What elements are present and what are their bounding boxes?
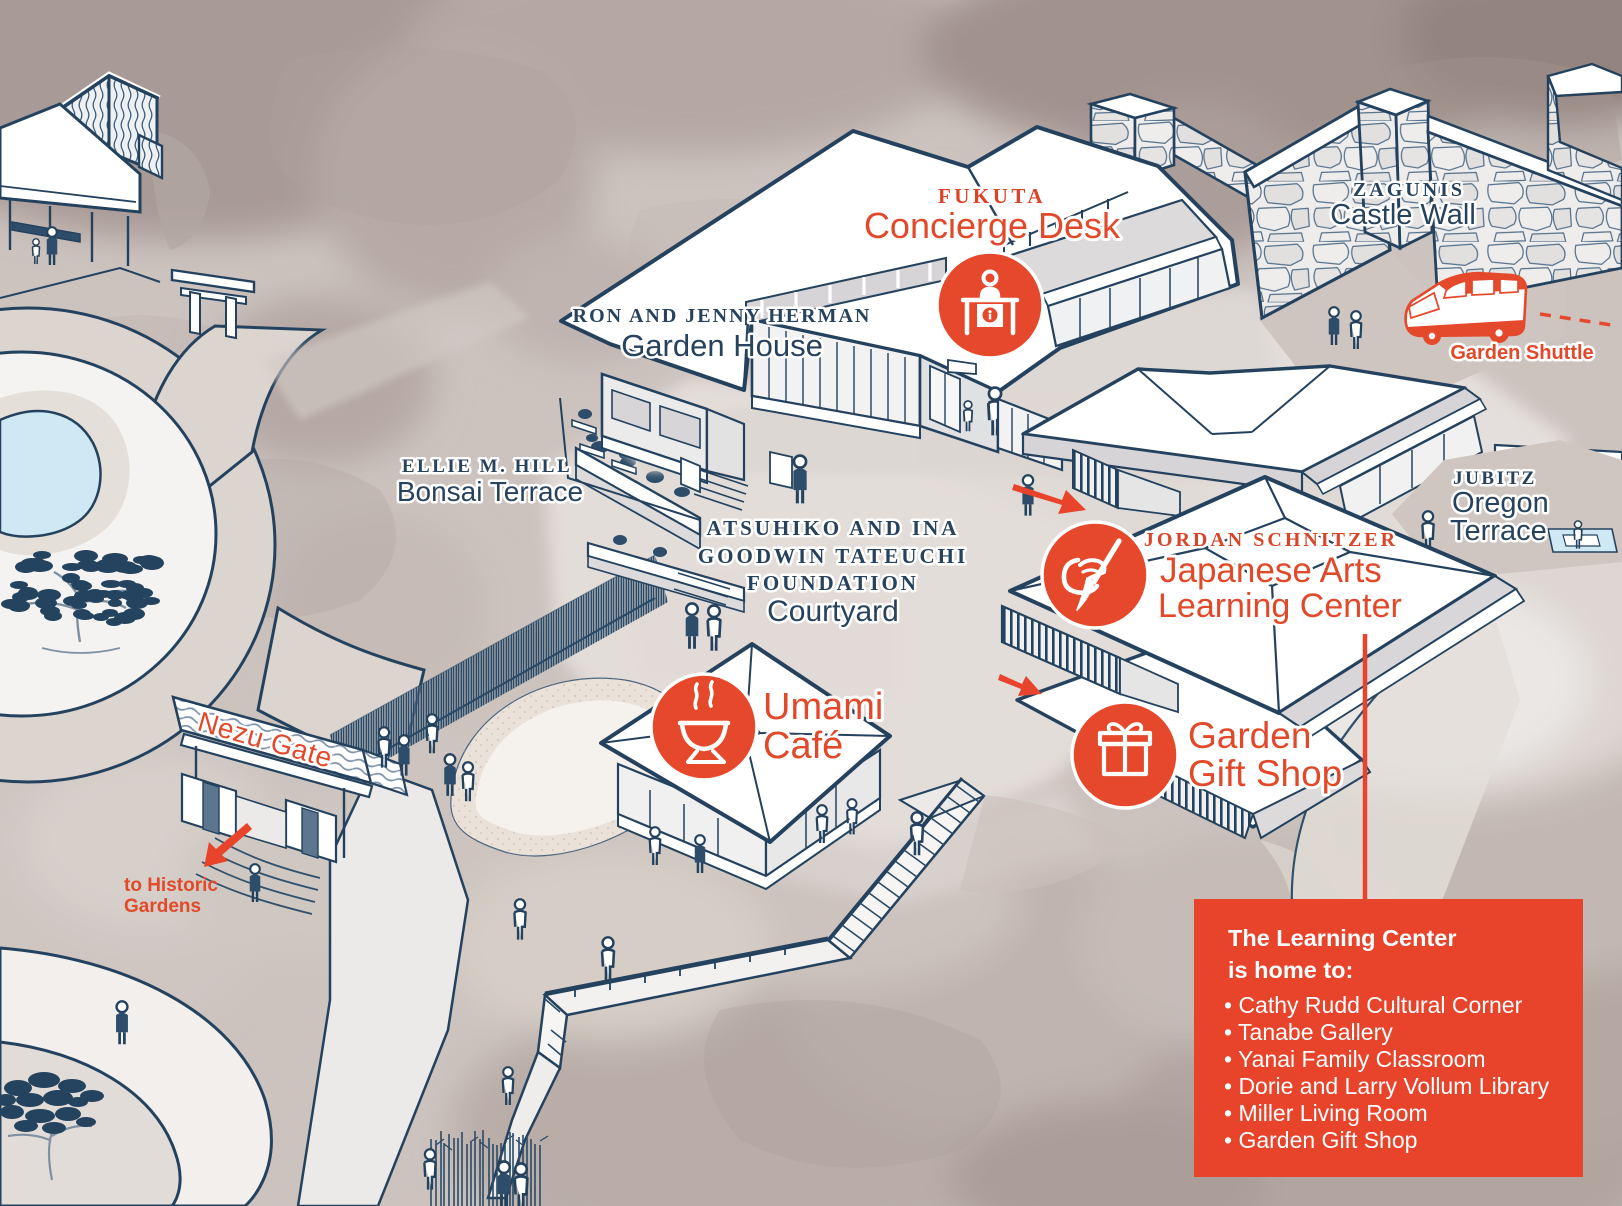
- svg-text:Garden: Garden: [1188, 715, 1311, 756]
- svg-text:JUBITZ: JUBITZ: [1453, 468, 1537, 489]
- svg-text:• Miller Living Room: • Miller Living Room: [1224, 1100, 1428, 1126]
- svg-text:Garden Shuttle: Garden Shuttle: [1450, 342, 1593, 364]
- svg-text:ELLIE M. HILL: ELLIE M. HILL: [402, 456, 572, 477]
- svg-text:FOUNDATION: FOUNDATION: [747, 571, 919, 595]
- svg-text:• Cathy Rudd Cultural Corner: • Cathy Rudd Cultural Corner: [1224, 992, 1523, 1018]
- svg-text:GOODWIN TATEUCHI: GOODWIN TATEUCHI: [698, 544, 968, 568]
- svg-text:Learning Center: Learning Center: [1158, 587, 1402, 625]
- svg-text:Castle Wall: Castle Wall: [1330, 199, 1476, 231]
- svg-text:FUKUTA: FUKUTA: [938, 184, 1046, 208]
- svg-text:• Dorie and Larry Vollum Libra: • Dorie and Larry Vollum Library: [1224, 1073, 1550, 1099]
- svg-text:Courtyard: Courtyard: [767, 595, 899, 628]
- svg-text:Gardens: Gardens: [124, 896, 201, 917]
- svg-text:Terrace: Terrace: [1450, 515, 1547, 547]
- svg-text:• Garden Gift Shop: • Garden Gift Shop: [1224, 1127, 1417, 1153]
- svg-text:Garden House: Garden House: [621, 328, 823, 363]
- svg-text:Bonsai Terrace: Bonsai Terrace: [397, 476, 583, 507]
- svg-text:JORDAN SCHNITZER: JORDAN SCHNITZER: [1144, 529, 1398, 551]
- svg-text:Umami: Umami: [763, 686, 883, 728]
- svg-text:ZAGUNIS: ZAGUNIS: [1353, 179, 1465, 201]
- svg-text:Café: Café: [763, 725, 843, 767]
- svg-text:to Historic: to Historic: [124, 875, 218, 896]
- svg-text:Japanese Arts: Japanese Arts: [1160, 551, 1382, 590]
- svg-text:• Yanai Family Classroom: • Yanai Family Classroom: [1224, 1046, 1486, 1072]
- svg-text:is home to:: is home to:: [1228, 957, 1353, 983]
- svg-text:Concierge Desk: Concierge Desk: [864, 205, 1121, 246]
- svg-text:The Learning Center: The Learning Center: [1228, 925, 1457, 951]
- svg-text:• Tanabe Gallery: • Tanabe Gallery: [1224, 1019, 1393, 1045]
- svg-text:ATSUHIKO AND INA: ATSUHIKO AND INA: [707, 516, 960, 540]
- svg-text:Oregon: Oregon: [1452, 487, 1549, 519]
- svg-text:RON AND JENNY HERMAN: RON AND JENNY HERMAN: [573, 305, 872, 327]
- svg-text:Gift Shop: Gift Shop: [1188, 753, 1342, 794]
